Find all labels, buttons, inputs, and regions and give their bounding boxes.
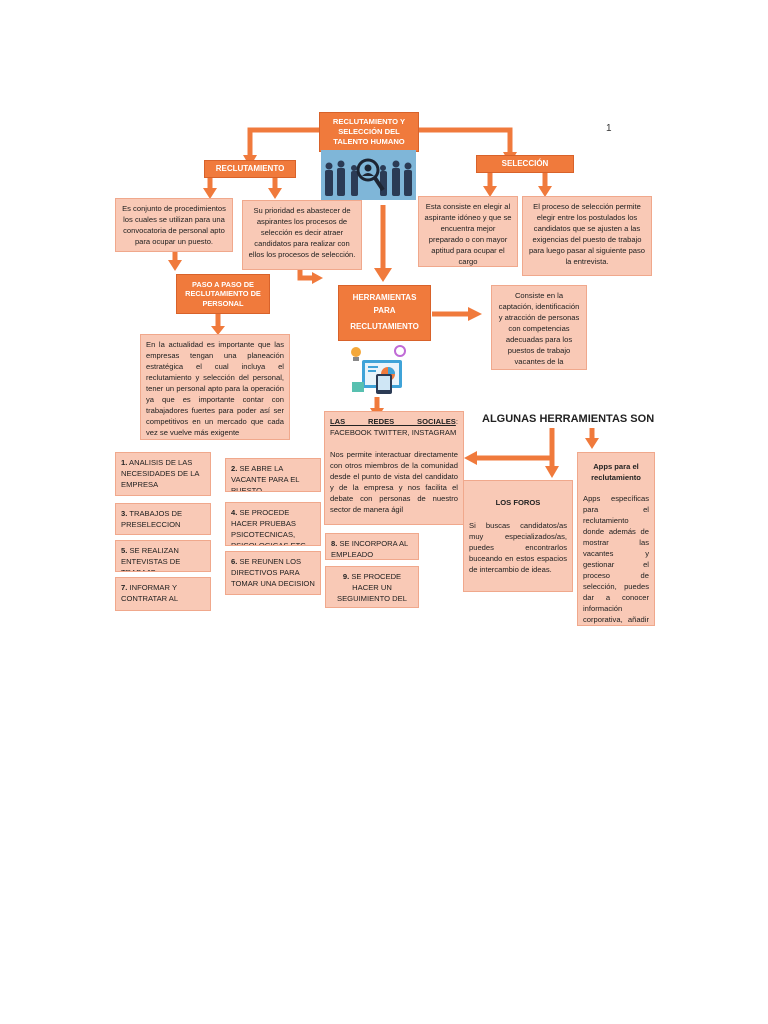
reclutamiento-header: RECLUTAMIENTO (204, 160, 296, 178)
reclutamiento-def2-box: Su prioridad es abastecer de aspirantes … (242, 200, 362, 270)
step-5-box: 5. SE REALIZAN ENTEVISTAS DE TRABAJO (115, 540, 211, 572)
foros-desc: Si buscas candidatos/as muy especializad… (469, 521, 567, 574)
seleccion-def2-text: El proceso de selección permite elegir e… (528, 202, 646, 266)
seleccion-header: SELECCIÓN (476, 155, 574, 173)
reclutamiento-def1-text: Es conjunto de procedimientos los cuales… (122, 204, 226, 246)
step-8-text: SE INCORPORA AL EMPLEADO (331, 539, 408, 559)
herramientas-header: HERRAMIENTAS PARA RECLUTAMIENTO (338, 285, 431, 341)
arrowhead (211, 326, 225, 335)
arrow-title-reclutamiento (247, 127, 320, 155)
herramientas-desc-text: Consiste en la captación, identificación… (498, 291, 580, 366)
reclutamiento-label: RECLUTAMIENTO (215, 163, 285, 173)
arrowhead (538, 186, 552, 197)
arrowhead (585, 438, 599, 449)
step-1-box: 1. ANALISIS DE LAS NECESIDADES DE LA EMP… (115, 452, 211, 496)
apps-desc: Apps específicas para el reclutamiento d… (583, 494, 649, 624)
page-number: 1 (606, 123, 612, 134)
main-title: RECLUTAMIENTO Y SELECCIÓN DEL TALENTO HU… (332, 117, 406, 146)
seleccion-def1-box: Esta consiste en elegir al aspirante idó… (418, 196, 518, 267)
arrowhead (374, 268, 392, 282)
redes-sociales-desc: Nos permite interactuar directamente con… (330, 450, 458, 514)
step-2-text: SE ABRE LA VACANTE PARA EL PUESTO (231, 464, 300, 492)
step-9-box: 9. SE PROCEDE HACER UN SEGUIMIENTO DEL T… (325, 566, 419, 608)
step-6-box: 6. SE REUNEN LOS DIRECTIVOS PARA TOMAR U… (225, 551, 321, 595)
seleccion-label: SELECCIÓN (501, 158, 549, 168)
apps-title: Apps para el reclutamiento (591, 462, 641, 482)
step-6-number: 6. (231, 557, 238, 566)
herramientas-label-3: RECLUTAMIENTO (350, 322, 419, 332)
step-2-box: 2. SE ABRE LA VACANTE PARA EL PUESTO (225, 458, 321, 492)
step-5-number: 5. (121, 546, 128, 555)
arrow-title-seleccion (417, 127, 513, 152)
step-9-number: 9. (342, 572, 350, 581)
step-8-box: 8. SE INCORPORA AL EMPLEADO (325, 533, 419, 560)
step-4-number: 4. (231, 508, 238, 517)
arrowhead (468, 307, 482, 321)
step-7-text: INFORMAR Y CONTRATAR AL (121, 583, 179, 603)
team-people-icon (321, 150, 416, 200)
arrowhead (168, 260, 182, 271)
step-3-box: 3. TRABAJOS DE PRESELECCION (115, 503, 211, 535)
step-3-text: TRABAJOS DE PRESELECCION (121, 509, 183, 529)
herramientas-label-2: PARA (373, 305, 396, 315)
arrowhead (312, 272, 323, 284)
step-1-text: ANALISIS DE LAS NECESIDADES DE LA EMPRES… (121, 458, 200, 489)
herramientas-label-1: HERRAMIENTAS (352, 293, 417, 303)
redes-sociales-title: LAS REDES SOCIALES (330, 417, 456, 426)
redes-sociales-networks: : FACEBOOK TWITTER, INSTAGRAM (330, 417, 458, 437)
foros-box: LOS FOROS Si buscas candidatos/as muy es… (463, 480, 573, 592)
main-title-box: RECLUTAMIENTO Y SELECCIÓN DEL TALENTO HU… (319, 112, 419, 152)
seleccion-def1-text: Esta consiste en elegir al aspirante idó… (424, 202, 512, 266)
algunas-herramientas-title: ALGUNAS HERRAMIENTAS SON (482, 413, 655, 425)
reclutamiento-def1-box: Es conjunto de procedimientos los cuales… (115, 198, 233, 252)
step-6-text: SE REUNEN LOS DIRECTIVOS PARA TOMAR UNA … (231, 557, 315, 588)
step-2-number: 2. (231, 464, 238, 473)
reclutamiento-def2-text: Su prioridad es abastecer de aspirantes … (248, 206, 356, 259)
step-7-number: 7. (121, 583, 128, 592)
step-4-text: SE PROCEDE HACER PRUEBAS PSICOTECNICAS, … (231, 508, 308, 546)
arrowhead (203, 188, 217, 199)
arrowhead (268, 188, 282, 199)
step-7-box: 7. INFORMAR Y CONTRATAR AL (115, 577, 211, 611)
arrowhead (545, 466, 559, 478)
paso-intro-box: En la actualidad es importante que las e… (140, 334, 290, 440)
seleccion-def2-box: El proceso de selección permite elegir e… (522, 196, 652, 276)
foros-title: LOS FOROS (495, 498, 541, 507)
herramientas-desc-box: Consiste en la captación, identificación… (491, 285, 587, 370)
step-3-number: 3. (121, 509, 128, 518)
step-4-box: 4. SE PROCEDE HACER PRUEBAS PSICOTECNICA… (225, 502, 321, 546)
arrowhead (464, 451, 477, 465)
step-5-text: SE REALIZAN ENTEVISTAS DE TRABAJO (121, 546, 181, 571)
apps-box: Apps para el reclutamiento Apps específi… (577, 452, 655, 626)
arrow-algunas-redes (475, 445, 555, 461)
step-8-number: 8. (331, 539, 338, 548)
step-9-text: SE PROCEDE HACER UN SEGUIMIENTO DEL TRAB… (337, 572, 407, 607)
paso-a-paso-header: PASO A PASO DE RECLUTAMIENTO DE PERSONAL (176, 274, 270, 314)
redes-sociales-box: LAS REDES SOCIALES: FACEBOOK TWITTER, IN… (324, 411, 464, 525)
paso-intro-text: En la actualidad es importante que las e… (146, 340, 284, 437)
paso-a-paso-label: PASO A PASO DE RECLUTAMIENTO DE PERSONAL (185, 279, 261, 308)
step-1-number: 1. (121, 458, 128, 467)
arrowhead (483, 186, 497, 197)
recruitment-tools-icon (351, 345, 406, 394)
